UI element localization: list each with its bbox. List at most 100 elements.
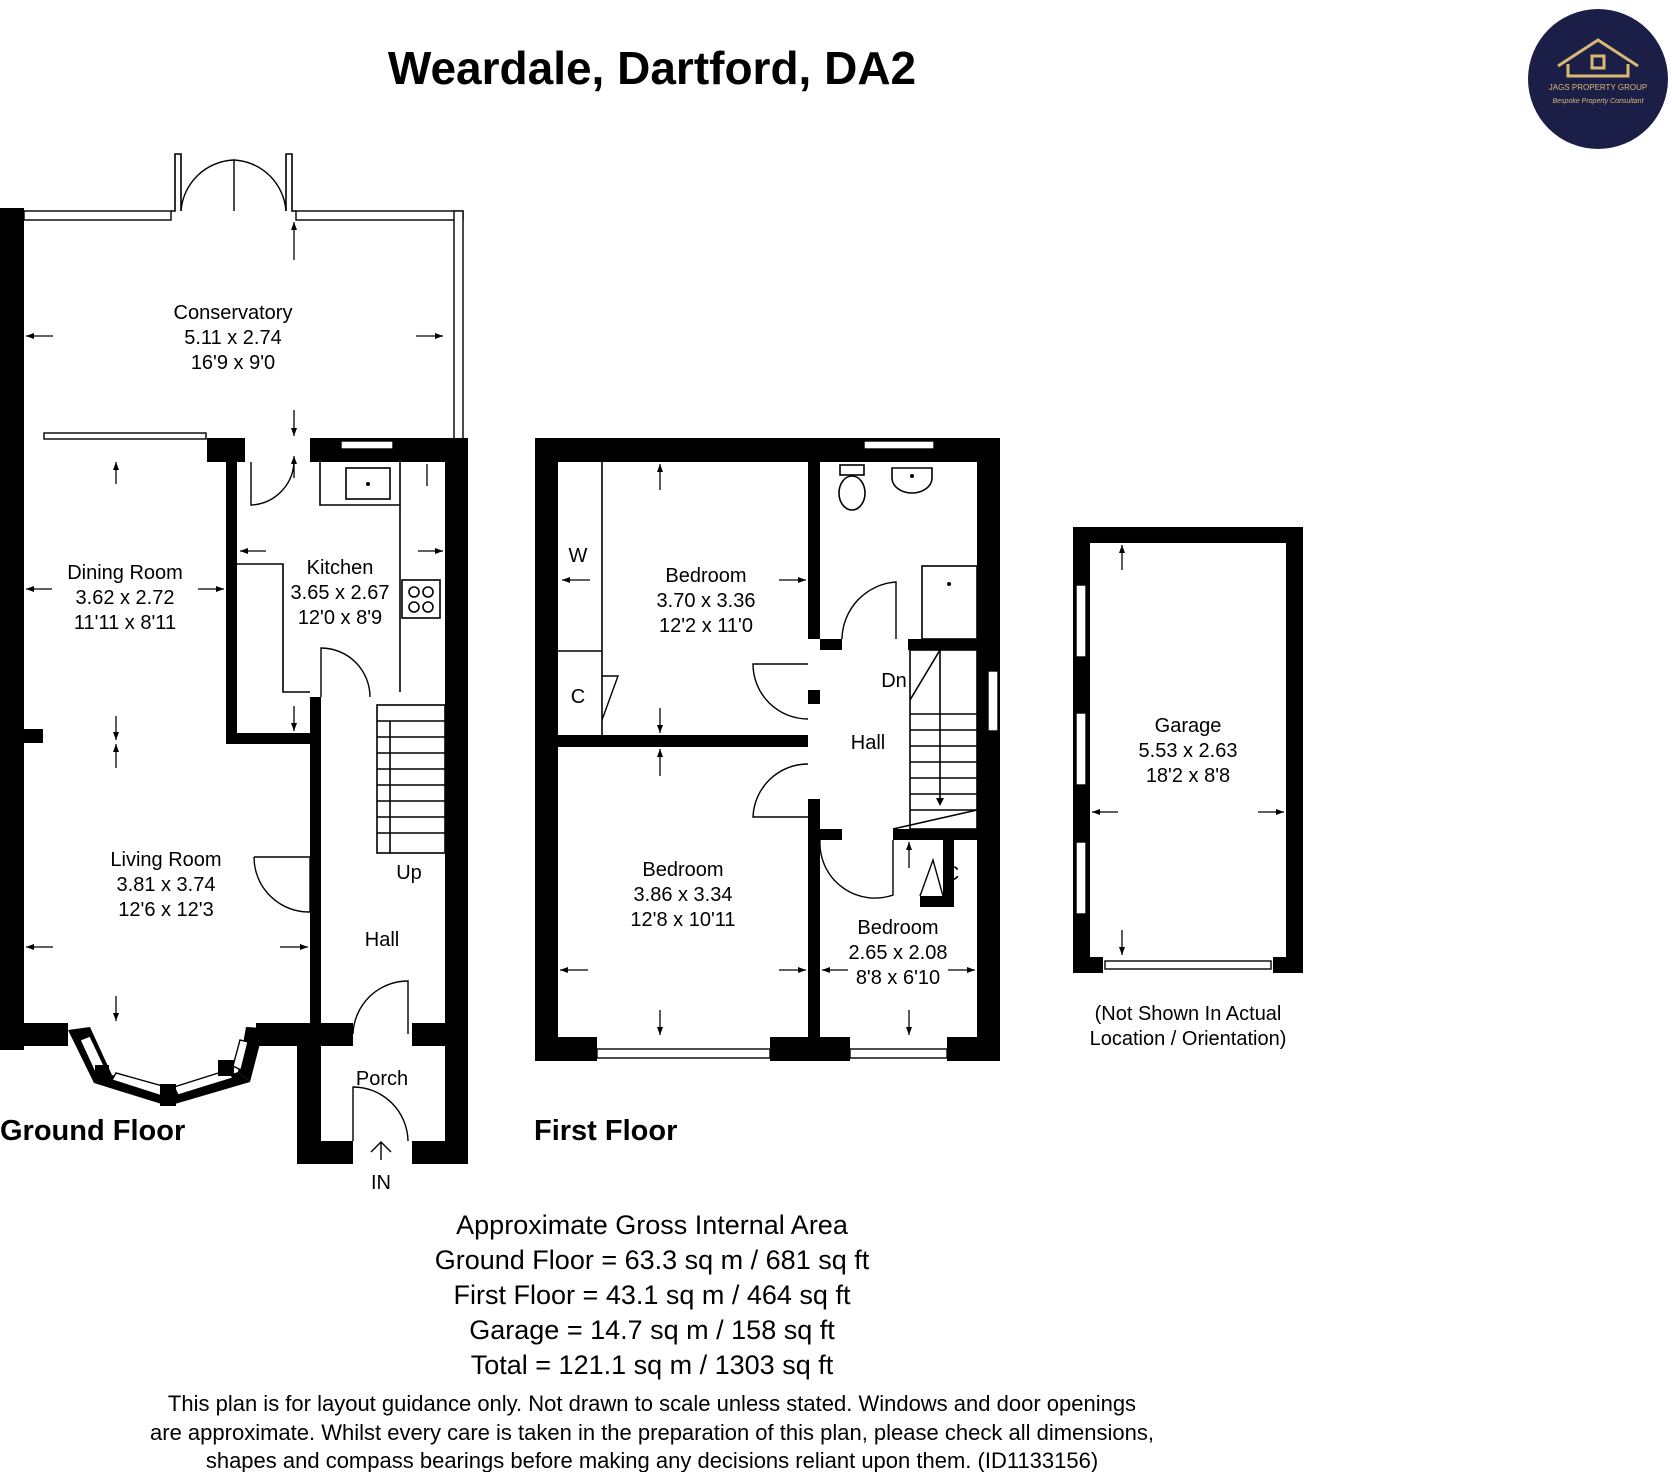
room-size-metric: 3.62 x 2.72 xyxy=(76,587,175,609)
cupboard-door xyxy=(919,857,944,897)
garage-door xyxy=(1104,960,1272,970)
french-door xyxy=(180,159,235,212)
cupboard-label: C xyxy=(571,686,585,708)
disclaimer-line: This plan is for layout guidance only. N… xyxy=(168,1391,1136,1416)
ground-floor-walls xyxy=(0,208,468,1164)
french-door xyxy=(233,159,287,212)
dining-room-label: Dining Room 3.62 x 2.72 11'11 x 8'11 xyxy=(67,562,183,634)
room-size-imperial: 8'8 x 6'10 xyxy=(856,967,940,989)
garage-label: Garage 5.53 x 2.63 18'2 x 8'8 xyxy=(1139,715,1238,787)
stairs-down-label: Dn xyxy=(881,670,907,692)
basin-icon xyxy=(891,467,933,494)
disclaimer-line: are approximate. Whilst every care is ta… xyxy=(150,1420,1154,1445)
room-size-metric: 3.70 x 3.36 xyxy=(657,590,756,612)
ground-floor-plan: Conservatory 5.11 x 2.74 16'9 x 9'0 Dini… xyxy=(0,153,468,1194)
area-heading: Approximate Gross Internal Area xyxy=(456,1210,849,1240)
cupboard-label: C xyxy=(945,863,959,885)
room-name: Kitchen xyxy=(307,557,374,579)
room-name: Conservatory xyxy=(174,302,293,324)
room-size-imperial: 12'0 x 8'9 xyxy=(298,607,382,629)
garage-note-line: Location / Orientation) xyxy=(1090,1028,1287,1050)
entrance-label: IN xyxy=(371,1172,391,1194)
window xyxy=(1075,841,1087,915)
bedroom-2-label: Bedroom 3.86 x 3.34 12'8 x 10'11 xyxy=(630,859,735,931)
area-line: First Floor = 43.1 sq m / 464 sq ft xyxy=(454,1280,851,1310)
window xyxy=(596,1048,771,1059)
door xyxy=(352,980,409,1035)
hob-icon xyxy=(401,579,441,619)
dimension-arrows xyxy=(1092,545,1284,955)
area-summary: Approximate Gross Internal Area Ground F… xyxy=(435,1210,870,1380)
house-icon xyxy=(1557,38,1639,78)
page-title: Weardale, Dartford, DA2 xyxy=(388,42,916,94)
room-size-metric: 3.81 x 3.74 xyxy=(117,874,216,896)
area-line: Total = 121.1 sq m / 1303 sq ft xyxy=(471,1350,834,1380)
conservatory-frame xyxy=(23,153,464,440)
wardrobe-label: W xyxy=(569,545,588,567)
stairs-down xyxy=(892,649,978,830)
disclaimer: This plan is for layout guidance only. N… xyxy=(150,1391,1154,1472)
shower-icon xyxy=(921,565,978,640)
hall-label: Hall xyxy=(851,732,885,754)
porch-label: Porch xyxy=(356,1068,408,1090)
room-name: Dining Room xyxy=(67,562,183,584)
garage-plan: Garage 5.53 x 2.63 18'2 x 8'8 (Not Shown… xyxy=(1073,527,1303,1050)
door xyxy=(250,461,295,506)
first-floor-plan: W C C xyxy=(534,438,1000,1147)
window xyxy=(295,210,464,221)
window xyxy=(340,440,394,450)
door xyxy=(819,839,894,899)
dimension-arrows xyxy=(560,464,975,1035)
room-size-imperial: 12'2 x 11'0 xyxy=(659,615,753,637)
room-size-imperial: 11'11 x 8'11 xyxy=(74,612,176,634)
first-floor-walls xyxy=(535,438,1000,1061)
bedroom-3-label: Bedroom 2.65 x 2.08 8'8 x 6'10 xyxy=(849,917,948,989)
window xyxy=(1075,584,1087,658)
conservatory-label: Conservatory 5.11 x 2.74 16'9 x 9'0 xyxy=(174,302,293,374)
kitchen-fittings xyxy=(237,440,441,698)
kitchen-label: Kitchen 3.65 x 2.67 12'0 x 8'9 xyxy=(291,557,390,629)
company-logo: JAGS PROPERTY GROUP Bespoke Property Con… xyxy=(1528,9,1668,149)
logo-tagline: Bespoke Property Consultant xyxy=(1552,98,1644,105)
room-size-metric: 3.86 x 3.34 xyxy=(634,884,733,906)
door xyxy=(320,647,371,698)
window xyxy=(23,210,172,221)
living-room-label: Living Room 3.81 x 3.74 12'6 x 12'3 xyxy=(110,849,221,921)
door xyxy=(752,663,809,720)
area-line: Garage = 14.7 sq m / 158 sq ft xyxy=(469,1315,835,1345)
bathroom-fittings xyxy=(838,464,978,640)
door xyxy=(253,856,311,913)
room-size-metric: 5.11 x 2.74 xyxy=(184,327,281,349)
window xyxy=(1075,712,1087,786)
room-size-imperial: 12'6 x 12'3 xyxy=(118,899,214,921)
room-size-imperial: 18'2 x 8'8 xyxy=(1146,765,1230,787)
window xyxy=(43,432,207,440)
window xyxy=(453,210,464,440)
window xyxy=(987,670,999,732)
window xyxy=(863,440,935,450)
room-name: Garage xyxy=(1155,715,1222,737)
garage-note-line: (Not Shown In Actual xyxy=(1095,1003,1282,1025)
bay-window xyxy=(68,1027,264,1106)
toilet-icon xyxy=(838,475,866,511)
room-size-imperial: 12'8 x 10'11 xyxy=(630,909,735,931)
entrance-arrow-icon xyxy=(370,1141,392,1160)
room-name: Bedroom xyxy=(665,565,746,587)
bedroom-1-label: Bedroom 3.70 x 3.36 12'2 x 11'0 xyxy=(657,565,756,637)
room-name: Bedroom xyxy=(857,917,938,939)
room-name: Living Room xyxy=(110,849,221,871)
room-name: Bedroom xyxy=(642,859,723,881)
cupboard-door xyxy=(601,675,619,721)
entrance-door xyxy=(352,1086,409,1142)
disclaimer-line: shapes and compass bearings before makin… xyxy=(206,1448,1098,1472)
logo-name: JAGS PROPERTY GROUP xyxy=(1549,83,1647,92)
stairs-up xyxy=(376,704,446,854)
ground-floor-label: Ground Floor xyxy=(0,1115,185,1147)
hall-label: Hall xyxy=(365,929,399,951)
logo-badge xyxy=(1528,9,1668,149)
stairs-up-label: Up xyxy=(396,862,422,884)
room-size-metric: 2.65 x 2.08 xyxy=(849,942,948,964)
room-size-imperial: 16'9 x 9'0 xyxy=(191,352,275,374)
area-line: Ground Floor = 63.3 sq m / 681 sq ft xyxy=(435,1245,870,1275)
